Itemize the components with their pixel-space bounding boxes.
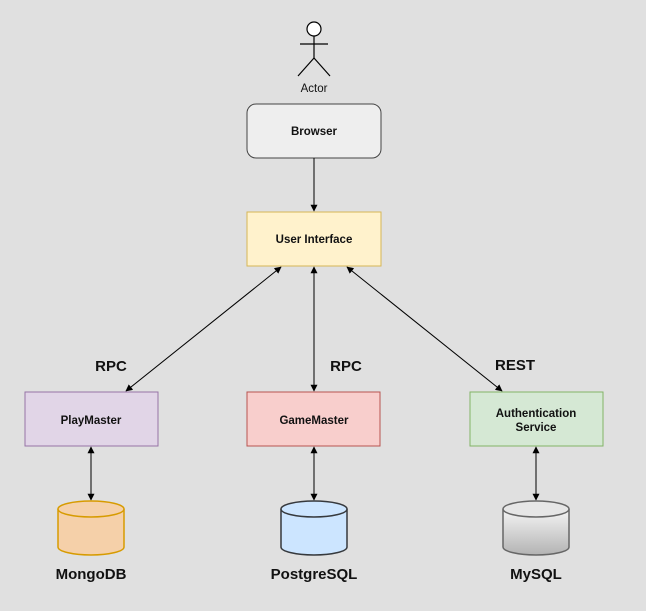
browser-label: Browser <box>291 126 338 138</box>
actor-label: Actor <box>301 83 328 95</box>
user-interface-label: User Interface <box>276 234 353 246</box>
actor-icon <box>297 21 331 77</box>
mongodb-database-icon[interactable] <box>57 500 125 556</box>
mysql-cylinder-body <box>502 509 570 556</box>
postgresql-cylinder-body <box>280 509 348 556</box>
mysql-label: MySQL <box>510 566 562 583</box>
auth-service-label-line1: Authentication <box>496 408 577 420</box>
user-interface-box <box>246 211 382 267</box>
mongodb-cylinder-top <box>57 500 125 518</box>
postgresql-cylinder-top <box>280 500 348 518</box>
auth-service-box <box>469 391 604 447</box>
mysql-database-icon[interactable] <box>502 500 570 556</box>
auth-service-label-line2: Service <box>516 422 557 434</box>
postgresql-database-icon[interactable] <box>280 500 348 556</box>
playmaster-node[interactable]: PlayMaster <box>24 391 159 447</box>
user-interface-node[interactable]: User Interface <box>246 211 382 267</box>
auth-service-node[interactable]: Authentication Service <box>469 391 604 447</box>
rpc-playmaster-label: RPC <box>95 358 127 375</box>
gamemaster-box <box>246 391 381 447</box>
mongodb-label: MongoDB <box>56 566 127 583</box>
ui-playmaster-arrow <box>125 266 282 392</box>
playmaster-label: PlayMaster <box>61 415 122 427</box>
rpc-gamemaster-label: RPC <box>330 358 362 375</box>
mongodb-cylinder-body <box>57 509 125 556</box>
rest-auth-label: REST <box>495 357 535 374</box>
playmaster-box <box>24 391 159 447</box>
postgresql-label: PostgreSQL <box>271 566 358 583</box>
mysql-cylinder-top <box>502 500 570 518</box>
ui-auth-arrow <box>346 266 503 392</box>
gamemaster-node[interactable]: GameMaster <box>246 391 381 447</box>
browser-node[interactable]: Browser <box>246 103 382 159</box>
gamemaster-label: GameMaster <box>279 415 349 427</box>
